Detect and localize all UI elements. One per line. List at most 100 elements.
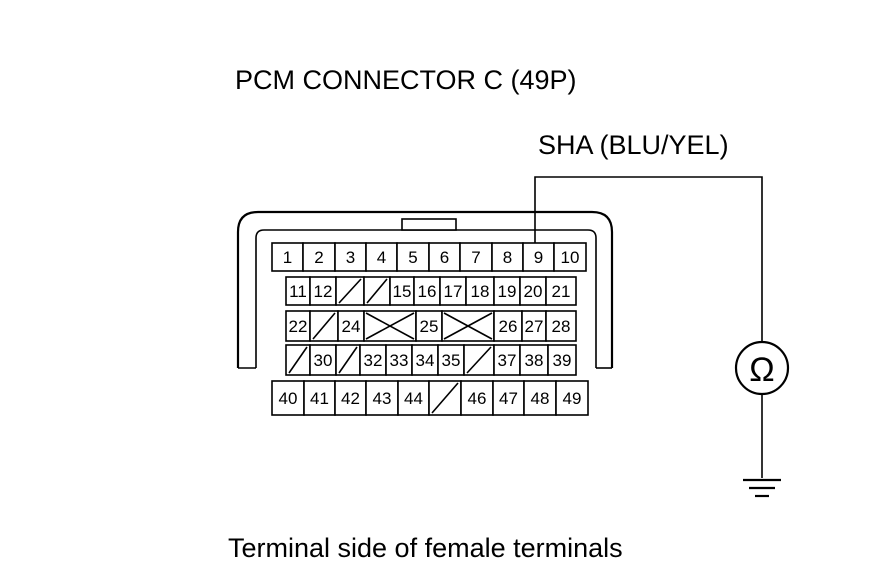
- terminal-label: 43: [373, 389, 392, 408]
- terminal: 49: [555, 380, 589, 416]
- terminal-label: 17: [444, 282, 463, 301]
- empty-terminal: [335, 276, 365, 306]
- terminal-label: 42: [341, 389, 360, 408]
- terminal-row: 11 12 15 16 17 18 19 20 21: [285, 276, 577, 306]
- terminal-label: 7: [471, 248, 480, 267]
- empty-terminal: [428, 380, 462, 416]
- terminal-label: 32: [364, 351, 383, 370]
- terminal-label: 34: [416, 351, 435, 370]
- terminal: 7: [459, 242, 493, 272]
- terminal: 24: [337, 310, 365, 342]
- terminal: 37: [493, 344, 521, 376]
- terminal-label: 22: [289, 317, 308, 336]
- connector-housing: [236, 210, 614, 369]
- terminal: 4: [365, 242, 398, 272]
- terminal: 39: [547, 344, 577, 376]
- terminal: 21: [545, 276, 577, 306]
- terminal-label: 33: [390, 351, 409, 370]
- terminal: 47: [492, 380, 525, 416]
- terminal-label: 6: [440, 248, 449, 267]
- terminal: 38: [519, 344, 549, 376]
- ohm-symbol: Ω: [749, 351, 774, 389]
- terminal: 42: [334, 380, 367, 416]
- terminal: 35: [437, 344, 465, 376]
- terminal-row: 22 24 25 26 27 28: [285, 310, 577, 342]
- terminal: 28: [545, 310, 577, 342]
- terminal: 12: [309, 276, 337, 306]
- connector-latch: [401, 218, 457, 231]
- terminal: 15: [389, 276, 415, 306]
- empty-terminal: [441, 310, 495, 342]
- empty-terminal: [463, 344, 495, 376]
- terminal-label: 30: [314, 351, 333, 370]
- terminal: 3: [334, 242, 367, 272]
- terminal-label: 26: [499, 317, 518, 336]
- terminal: 10: [553, 242, 587, 272]
- terminal: 26: [493, 310, 523, 342]
- terminal-label: 10: [561, 248, 580, 267]
- terminal-label: 25: [420, 317, 439, 336]
- terminal-label: 4: [377, 248, 386, 267]
- terminal-row: 40 41 42 43 44 46 47 48 49: [271, 380, 589, 416]
- terminal: 6: [428, 242, 461, 272]
- connector-title: PCM CONNECTOR C (49P): [235, 65, 577, 95]
- terminal-label: 20: [524, 282, 543, 301]
- terminal: 20: [519, 276, 547, 306]
- empty-terminal: [363, 276, 391, 306]
- terminal-label: 28: [552, 317, 571, 336]
- empty-terminal: [285, 344, 311, 376]
- terminal: 22: [285, 310, 311, 342]
- terminal-label: 38: [525, 351, 544, 370]
- terminal-label: 11: [289, 282, 307, 301]
- terminal: 5: [396, 242, 430, 272]
- terminal: 33: [385, 344, 413, 376]
- terminal-label: 9: [534, 248, 543, 267]
- probe-wire: [534, 176, 763, 478]
- terminal-label: 21: [552, 282, 571, 301]
- terminal: 44: [397, 380, 430, 416]
- terminal: 43: [365, 380, 399, 416]
- terminal: 2: [302, 242, 336, 272]
- terminal-label: 19: [498, 282, 517, 301]
- terminal-label: 27: [525, 317, 544, 336]
- terminal-row: 30 32 33 34 35 37 38 39: [285, 344, 577, 376]
- terminal-label: 5: [408, 248, 417, 267]
- terminal-label: 39: [553, 351, 572, 370]
- terminal-label: 8: [503, 248, 512, 267]
- terminal-label: 37: [498, 351, 517, 370]
- terminal-label: 40: [279, 389, 298, 408]
- terminal-label: 48: [531, 389, 550, 408]
- terminal-label: 35: [442, 351, 461, 370]
- terminal: 17: [439, 276, 467, 306]
- terminal: 9: [522, 242, 555, 272]
- terminal-label: 47: [499, 389, 518, 408]
- terminal-label: 16: [418, 282, 437, 301]
- terminal-label: 12: [314, 282, 333, 301]
- terminal-label: 15: [393, 282, 412, 301]
- terminal: 18: [465, 276, 495, 306]
- terminal-label: 41: [310, 389, 329, 408]
- terminal: 34: [411, 344, 439, 376]
- terminal-label: 18: [471, 282, 490, 301]
- caption: Terminal side of female terminals: [228, 533, 623, 563]
- terminal: 25: [415, 310, 443, 342]
- ohmmeter-icon: Ω: [734, 340, 790, 396]
- terminal: 19: [493, 276, 521, 306]
- terminal: 16: [413, 276, 441, 306]
- terminal-label: 46: [468, 389, 487, 408]
- terminal: 11: [285, 276, 311, 306]
- terminal: 27: [521, 310, 547, 342]
- terminal-label: 24: [342, 317, 361, 336]
- terminal: 48: [523, 380, 557, 416]
- empty-terminal: [335, 344, 361, 376]
- terminal-label: 44: [404, 389, 423, 408]
- terminal-label: 49: [563, 389, 582, 408]
- terminal: 46: [460, 380, 494, 416]
- terminal-label: 2: [314, 248, 323, 267]
- terminal: 30: [309, 344, 337, 376]
- terminal: 40: [271, 380, 305, 416]
